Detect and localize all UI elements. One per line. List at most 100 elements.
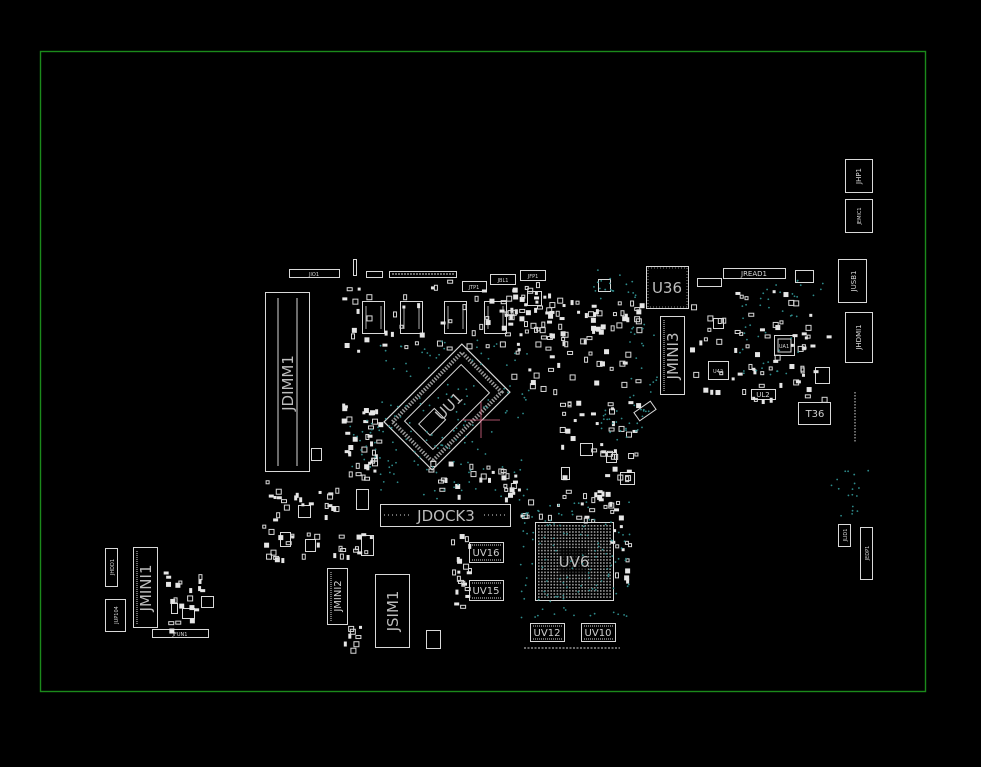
bga-ball: [556, 546, 559, 549]
passive-pad: [520, 514, 524, 518]
component-u36[interactable]: U36: [646, 266, 689, 309]
bga-ball: [600, 540, 602, 543]
passive-pad: [301, 503, 305, 507]
component-jedp1[interactable]: JEDP1: [860, 527, 873, 580]
component-jmini3[interactable]: JMINI3: [660, 316, 685, 395]
component-jhdd1[interactable]: JHDD1: [105, 548, 118, 587]
jhdd1-label: JHDD1: [110, 559, 116, 576]
via: [426, 468, 428, 471]
component-uu1[interactable]: UU1: [383, 343, 511, 471]
component-jup104[interactable]: JUP104: [105, 599, 126, 632]
via: [522, 494, 525, 497]
component-jusb1[interactable]: JUSB1: [838, 259, 867, 303]
bga-ball: [606, 559, 608, 561]
passive-pad: [355, 472, 362, 477]
component-jsim1[interactable]: JSIM1: [375, 574, 410, 648]
bga-ball: [584, 540, 587, 543]
bga-ball: [596, 590, 599, 592]
passive-pad: [570, 436, 576, 442]
via: [382, 481, 385, 483]
component-jhdmi1[interactable]: JHDMI1: [845, 312, 873, 363]
bga-ball: [606, 540, 608, 543]
via: [615, 410, 618, 412]
bga-ball: [559, 537, 562, 539]
component-uv16[interactable]: UV16: [469, 542, 504, 563]
bga-ball: [606, 556, 608, 558]
passive-pad: [821, 396, 828, 403]
bga-ball: [609, 596, 611, 598]
passive-pad: [363, 408, 369, 414]
via: [793, 295, 796, 298]
component-jmini1[interactable]: JMINI1: [133, 547, 158, 628]
via: [560, 513, 563, 516]
passive-pad: [436, 340, 443, 347]
bga-ball: [584, 580, 587, 583]
via: [615, 421, 618, 423]
passive-pad: [624, 540, 629, 545]
via: [781, 310, 784, 313]
bga-ball: [590, 596, 593, 598]
component-u42[interactable]: U42: [708, 361, 729, 380]
bga-ball: [609, 528, 611, 530]
component-jio1[interactable]: JIO1: [289, 269, 340, 279]
bga-ball: [578, 528, 580, 530]
component-jhp1[interactable]: JHP1: [845, 159, 873, 193]
component-jlid1[interactable]: JLID1: [838, 524, 851, 547]
component-uv6[interactable]: UV6: [535, 522, 614, 601]
passive-pad: [752, 367, 756, 371]
component-jmini2[interactable]: JMINI2: [327, 568, 348, 625]
via: [390, 404, 392, 407]
passive-pad: [198, 578, 202, 584]
via: [563, 607, 565, 609]
passive-pad: [266, 553, 273, 560]
component-jread1[interactable]: JREAD1: [723, 268, 786, 279]
bga-ball: [547, 552, 549, 555]
component-jtp1[interactable]: JTP1: [462, 281, 487, 292]
passive-pad: [634, 316, 641, 323]
passive-pad: [324, 502, 329, 509]
bga-ball: [609, 559, 611, 561]
passive-pad: [468, 543, 472, 549]
via: [446, 383, 449, 386]
bga-ball: [550, 559, 552, 561]
component-jbl1[interactable]: JBL1: [490, 274, 516, 285]
component-jfp1[interactable]: JFP1: [520, 270, 546, 281]
bga-ball: [538, 574, 540, 577]
component-uv12[interactable]: UV12: [530, 623, 565, 642]
passive-pad: [625, 431, 632, 438]
via: [366, 419, 368, 422]
via: [768, 306, 770, 309]
via: [431, 466, 434, 468]
component-jdock3[interactable]: JDOCK3: [380, 504, 511, 527]
bga-ball: [553, 549, 556, 552]
via: [468, 481, 471, 483]
via: [594, 550, 597, 552]
bga-ball: [562, 590, 565, 592]
bga-ball: [572, 531, 574, 533]
via: [520, 590, 523, 593]
via: [425, 430, 428, 433]
passive-pad: [370, 460, 374, 464]
component-jemic1[interactable]: JEMIC1: [845, 199, 873, 233]
passive-pad: [693, 371, 700, 378]
via: [455, 438, 458, 441]
via: [588, 576, 591, 579]
passive-pad: [575, 300, 580, 305]
via: [476, 346, 478, 349]
component-uv10[interactable]: UV10: [581, 623, 616, 642]
bga-ball: [600, 565, 602, 567]
component-uv15[interactable]: UV15: [469, 580, 504, 601]
bga-ball: [553, 525, 556, 527]
passive-pad: [609, 408, 616, 415]
component-t36[interactable]: T36: [798, 402, 831, 425]
bga-ball: [547, 583, 549, 586]
bga-ball: [575, 587, 577, 589]
bga-ball: [572, 590, 574, 592]
bga-ball: [569, 590, 571, 592]
bga-ball: [547, 596, 549, 598]
bga-ball: [553, 543, 556, 546]
component-jfun1[interactable]: JFUN1: [152, 629, 209, 639]
component-jdimm1[interactable]: JDIMM1: [265, 292, 310, 472]
bga-ball: [609, 556, 611, 558]
